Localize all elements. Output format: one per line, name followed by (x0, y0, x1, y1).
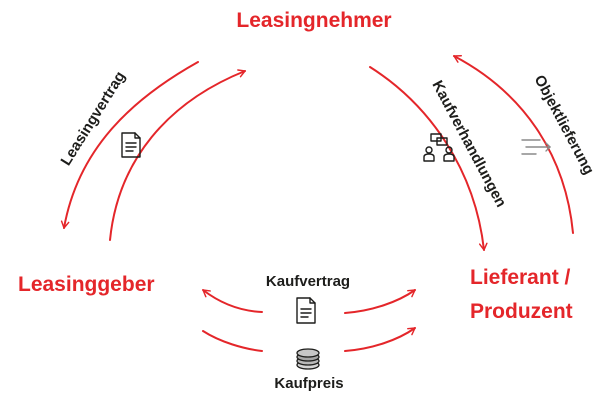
coins-icon (296, 348, 320, 370)
label-object-delivery: Objektlieferung (531, 72, 598, 177)
arrow-supplier-to-lessee (453, 55, 574, 234)
arrow-lessor-to-lessee (109, 69, 246, 241)
document-icon (296, 297, 316, 324)
meeting-icon (423, 133, 455, 162)
label-purchase-price: Kaufpreis (274, 375, 343, 392)
arrow-contract-to-lessor (202, 289, 263, 313)
node-lessor: Leasinggeber (18, 273, 155, 296)
arrow-lessee-to-lessor (60, 61, 199, 229)
label-purchase-contract: Kaufvertrag (266, 273, 350, 290)
node-supplier-line2: Produzent (470, 300, 573, 323)
node-lessee: Leasingnehmer (236, 9, 391, 32)
arrow-lessee-to-supplier (369, 66, 488, 251)
arrow-contract-to-supplier (344, 289, 416, 314)
document-icon (121, 132, 141, 158)
delivery-lines-icon (521, 139, 551, 155)
arrow-price-to-supplier (344, 327, 416, 352)
arrow-price-from-lessor (202, 330, 263, 352)
node-supplier-line1: Lieferant / (470, 266, 571, 289)
